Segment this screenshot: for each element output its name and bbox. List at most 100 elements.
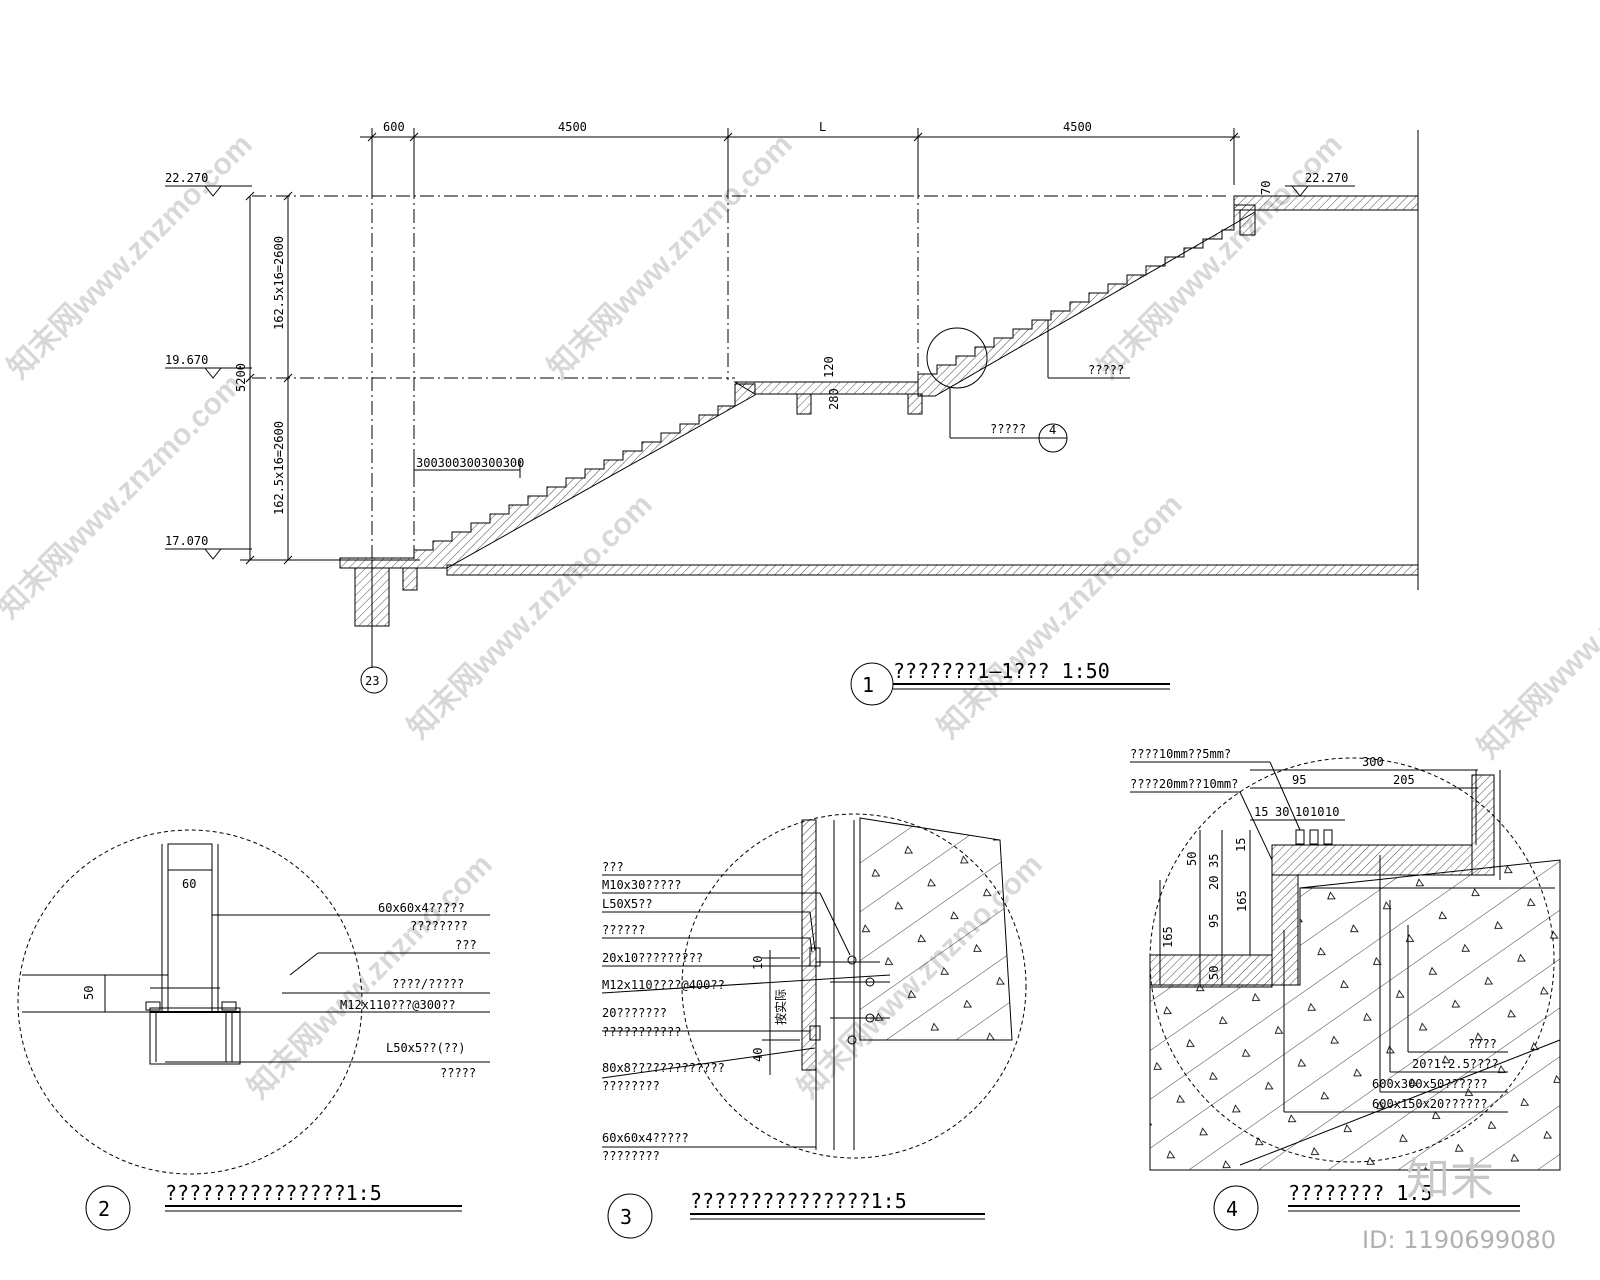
svg-text:600x300x50??????: 600x300x50?????? (1372, 1077, 1488, 1091)
grid-label: 23 (365, 674, 379, 688)
level-marker: 22.270 (165, 171, 252, 197)
svg-text:????10mm??5mm?: ????10mm??5mm? (1130, 747, 1231, 761)
svg-text:22.270: 22.270 (1305, 171, 1348, 185)
svg-text:15: 15 (1254, 805, 1268, 819)
dim-600: 600 (383, 120, 405, 134)
detail-number-circle (85, 1185, 131, 1231)
ground-slab (446, 564, 1419, 576)
detail-marker-circle (926, 327, 988, 389)
grid-bubble (360, 666, 388, 694)
foundation-stub (402, 567, 418, 591)
vert-label: 按实际 (773, 989, 788, 1025)
watermark-text: 知末网www.znzmo.com (1092, 128, 1349, 385)
svg-text:10: 10 (1295, 805, 1309, 819)
dim-10: 10 (751, 956, 765, 970)
svg-text:15: 15 (1234, 838, 1248, 852)
svg-text:50: 50 (1185, 852, 1199, 866)
svg-text:60x60x4?????: 60x60x4????? (378, 901, 465, 915)
image-id: ID: 1190699080 (1362, 1226, 1556, 1254)
svg-text:????: ???? (1468, 1037, 1497, 1051)
watermark-text: 知末网www.znzmo.com (1472, 508, 1600, 765)
svg-text:50: 50 (1207, 966, 1221, 980)
svg-text:???????????: ??????????? (602, 1025, 681, 1039)
detail-title: ???????????????1:5 (165, 1181, 382, 1205)
detail-title: ???????? 1:5 (1288, 1181, 1433, 1205)
brand-logo: 知末 (1406, 1154, 1494, 1205)
callout-label: ????? (1088, 363, 1124, 377)
svg-text:????/?????: ????/????? (392, 977, 464, 991)
watermark-text: 知末网www.znzmo.com (0, 368, 249, 625)
detail-number-circle (607, 1193, 653, 1239)
upper-beam (1239, 209, 1256, 236)
svg-text:L50X5??: L50X5?? (602, 897, 653, 911)
svg-text:???: ??? (602, 860, 624, 874)
svg-text:205: 205 (1393, 773, 1415, 787)
svg-text:?????: ????? (440, 1066, 476, 1080)
dim-upper-flight: 162.5x16=2600 (272, 236, 286, 330)
section-title: ???????1—1??? 1:50 (893, 659, 1110, 683)
landing-beam (796, 393, 812, 415)
dim-280: 280 (827, 388, 841, 410)
svg-text:165: 165 (1161, 926, 1175, 948)
landing-beam (907, 393, 923, 415)
svg-text:M12x110????@400??: M12x110????@400?? (602, 978, 725, 992)
concrete-body (859, 817, 1013, 1041)
callout-label: ????? (990, 422, 1026, 436)
upper-riser (1471, 774, 1495, 876)
dim-total-height: 5200 (234, 363, 248, 392)
svg-text:95: 95 (1292, 773, 1306, 787)
lower-tread-slab (1149, 954, 1273, 988)
stone-riser (1271, 874, 1299, 986)
svg-text:??????: ?????? (602, 923, 645, 937)
svg-text:????????: ???????? (602, 1149, 660, 1163)
svg-text:????20mm??10mm?: ????20mm??10mm? (1130, 777, 1238, 791)
svg-text:20x10?????????: 20x10????????? (602, 951, 703, 965)
svg-text:20: 20 (1207, 876, 1221, 890)
svg-text:22.270: 22.270 (165, 171, 208, 185)
svg-text:M12x110???@300??: M12x110???@300?? (340, 998, 456, 1012)
detail-number: 3 (620, 1205, 632, 1229)
svg-text:???: ??? (455, 938, 477, 952)
concrete-body (1149, 859, 1561, 1171)
dim-70: 70 (1259, 181, 1273, 195)
detail-3: 10 40 按实际 ??? M10x30????? L50X5?? ??????… (601, 813, 1027, 1239)
svg-text:600x150x20??????: 600x150x20?????? (1372, 1097, 1488, 1111)
upper-stair-flight (917, 204, 1256, 397)
dim-L: L (819, 120, 826, 134)
watermark-text: 知末网www.znzmo.com (2, 128, 259, 385)
section-1-1: 600 4500 L 4500 22.270 19.670 17.070 (165, 120, 1419, 706)
level-marker: 17.070 (165, 534, 252, 560)
detail-number: 4 (1226, 1197, 1238, 1221)
svg-text:19.670: 19.670 (165, 353, 208, 367)
svg-text:165: 165 (1235, 890, 1249, 912)
dim-4500-right: 4500 (1063, 120, 1092, 134)
svg-text:35: 35 (1207, 854, 1221, 868)
svg-text:17.070: 17.070 (165, 534, 208, 548)
svg-text:M10x30?????: M10x30????? (602, 878, 681, 892)
detail-number-circle (1213, 1185, 1259, 1231)
svg-text:300: 300 (1362, 755, 1384, 769)
watermark-text: 知末网www.znzmo.com (542, 128, 799, 385)
dim-50: 50 (82, 986, 96, 1000)
svg-text:????????: ???????? (602, 1079, 660, 1093)
detail-boundary (681, 813, 1027, 1159)
section-number: 1 (862, 673, 874, 697)
dim-40: 40 (751, 1048, 765, 1062)
watermark-text: 知末网www.znzmo.com (402, 488, 659, 745)
upper-floor-slab (1233, 195, 1419, 211)
stone-tread (1271, 844, 1473, 876)
tread-dims: 300300300300300 (416, 456, 524, 470)
dim-60: 60 (182, 877, 196, 891)
detail-number: 2 (98, 1197, 110, 1221)
detail-boundary (17, 829, 363, 1175)
detail-4: 300 95 205 15 30 10 10 10 15 50 35 20 16… (1130, 747, 1561, 1231)
svg-text:80x8?????????????: 80x8????????????? (602, 1061, 725, 1075)
svg-text:30: 30 (1275, 805, 1289, 819)
lower-stair-flight (339, 383, 756, 569)
detail-title: ???????????????1:5 (690, 1189, 907, 1213)
svg-text:95: 95 (1207, 914, 1221, 928)
svg-text:L50x5??(??): L50x5??(??) (386, 1041, 465, 1055)
svg-text:10: 10 (1325, 805, 1339, 819)
svg-text:20???????: 20??????? (602, 1006, 667, 1020)
